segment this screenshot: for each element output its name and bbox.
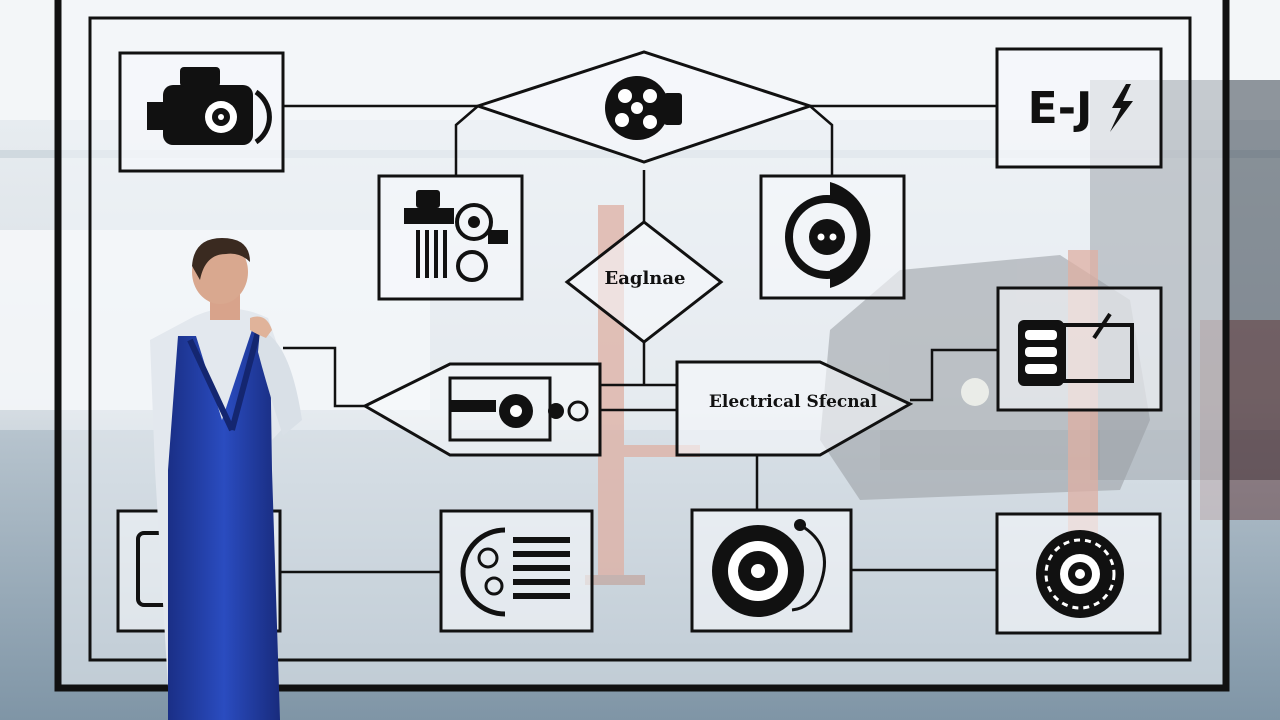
node-transmission-hexagon[interactable] [361, 362, 602, 457]
battery-icon [1018, 312, 1134, 386]
connector-lines [280, 104, 998, 574]
engine-block-icon [147, 67, 272, 145]
ej-text: E-J [1028, 83, 1093, 134]
node-engine-assembly-box[interactable] [377, 174, 524, 301]
clutch-disc-icon [712, 519, 826, 617]
lightning-icon [1110, 84, 1133, 132]
node-gear-diamond[interactable] [473, 50, 815, 164]
node-clutch-box[interactable] [690, 508, 853, 633]
tire-icon [1036, 530, 1124, 618]
engine-assembly-icon [404, 190, 508, 282]
node-ej-box[interactable]: E-J [995, 47, 1163, 169]
transmission-icon [448, 376, 589, 442]
brake-caliper-icon [785, 182, 871, 288]
node-radiator-box[interactable] [439, 509, 594, 633]
radiator-icon [460, 527, 570, 617]
gear-cluster-icon [605, 76, 682, 140]
node-engine-diamond[interactable] [564, 220, 724, 344]
node-brake-box[interactable] [759, 174, 906, 300]
mechanic-person [150, 238, 302, 720]
node-tire-box[interactable] [995, 512, 1162, 635]
node-electrical-hub[interactable] [675, 360, 914, 457]
node-battery-box[interactable] [996, 286, 1163, 412]
node-engine-block-box[interactable] [118, 51, 285, 173]
